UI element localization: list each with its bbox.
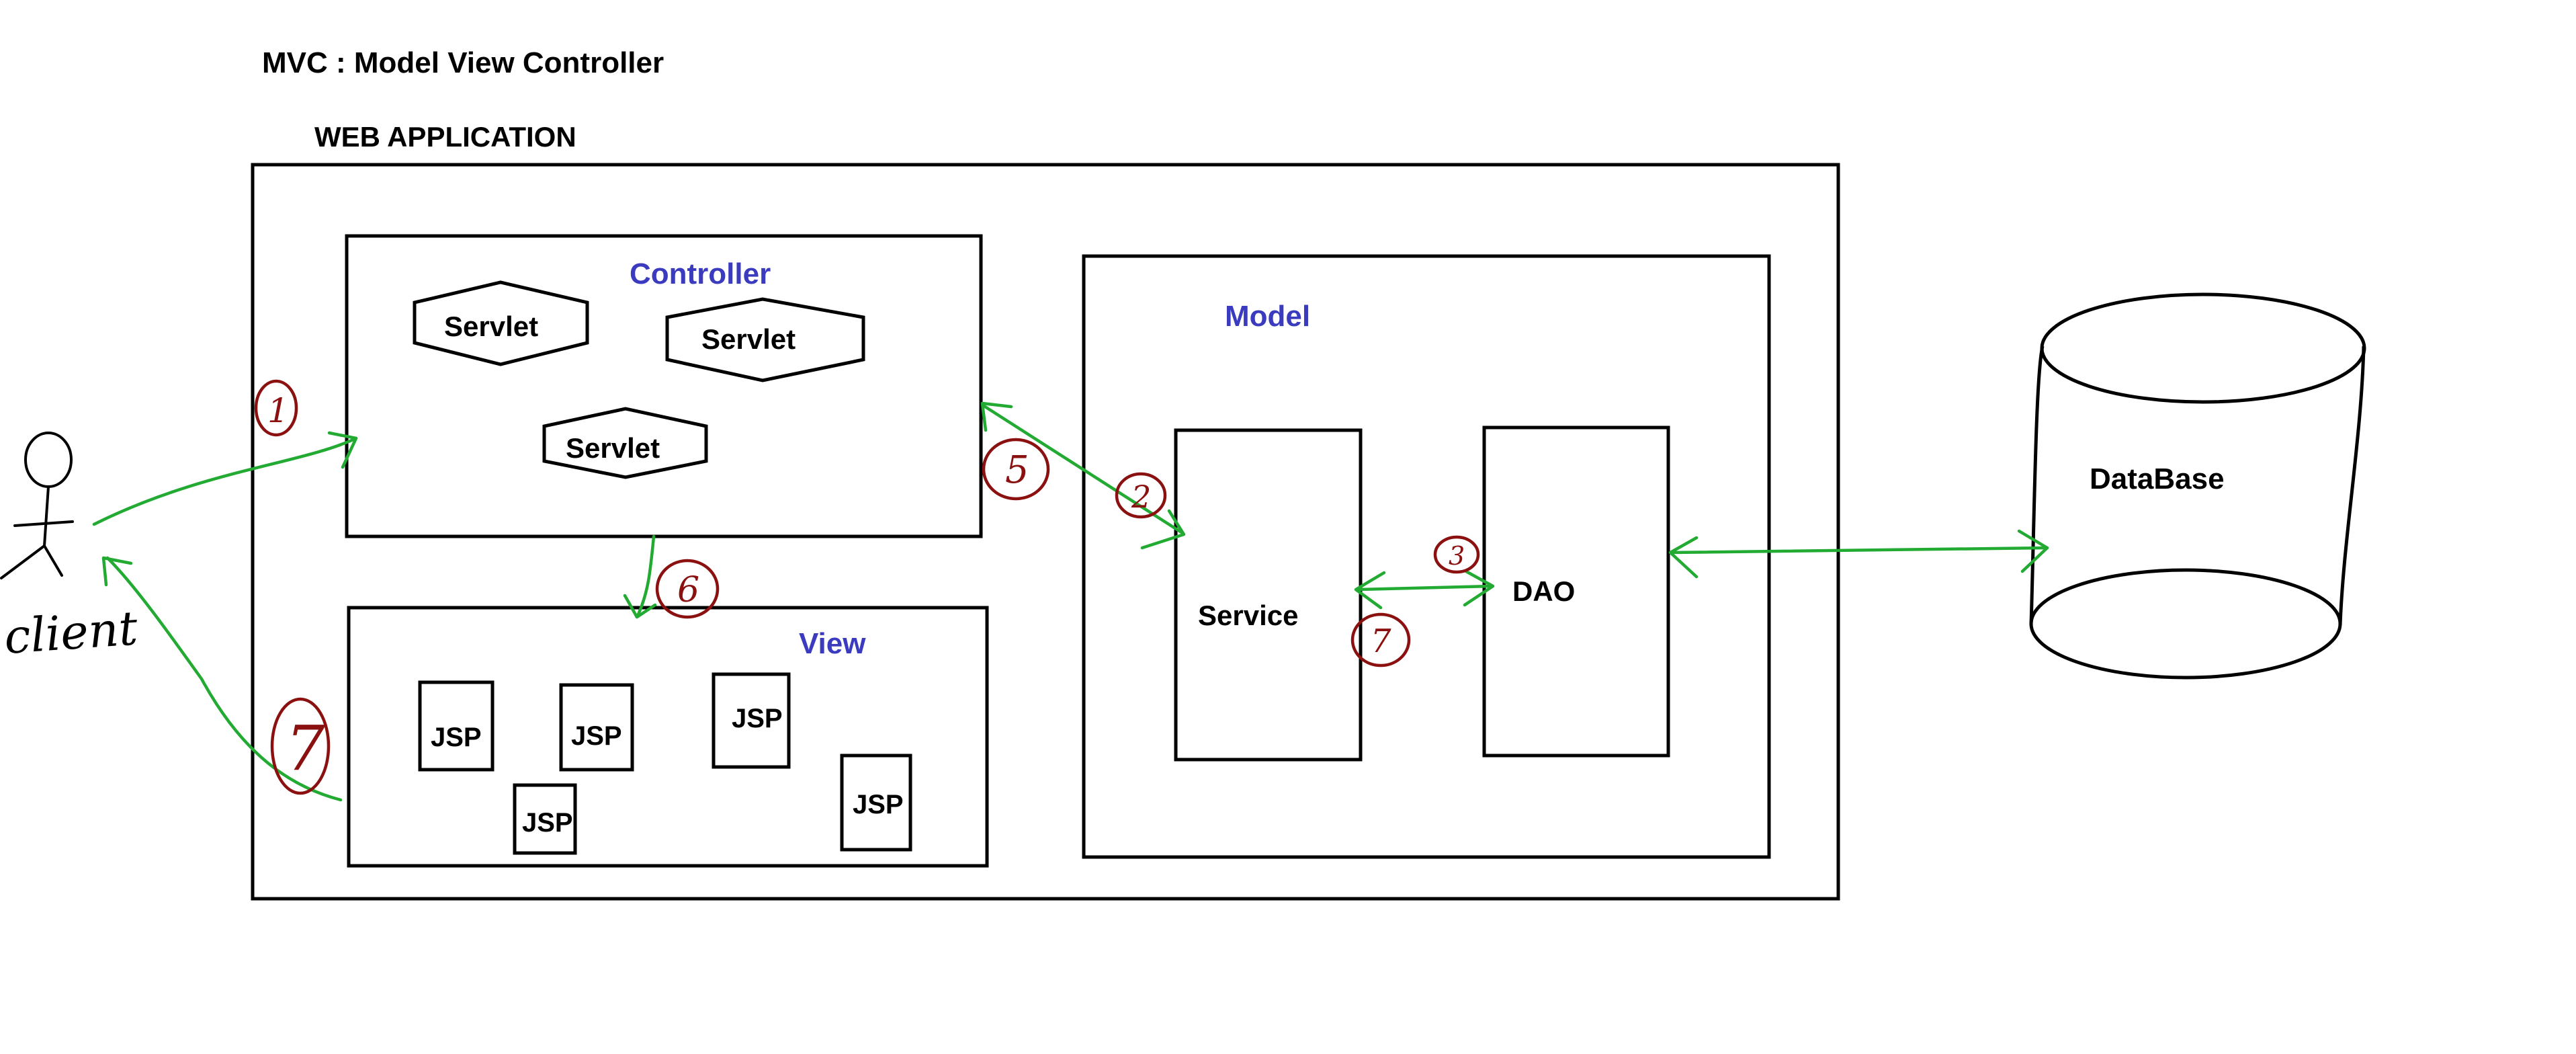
step-marker-5: 5	[982, 438, 1050, 501]
jsp-label-4: JSP	[522, 808, 573, 838]
view-label: View	[799, 627, 866, 660]
jsp-box-5	[840, 754, 912, 852]
arrow-client-to-controller	[92, 431, 358, 526]
jsp-label-5: JSP	[853, 790, 904, 819]
jsp-box-2	[559, 683, 634, 772]
servlet-hexagon-1	[413, 280, 589, 366]
arrow-controller-to-view	[623, 534, 657, 619]
step-number-2: 2	[1131, 479, 1151, 515]
step-marker-1: 1	[254, 379, 298, 437]
servlet-label-3: Servlet	[566, 432, 660, 464]
jsp-label-3: JSP	[732, 704, 783, 733]
model-box	[1082, 254, 1771, 859]
view-box	[347, 606, 989, 868]
controller-box	[345, 234, 983, 538]
arrow-dao-database	[1668, 529, 2049, 579]
diagram-title: MVC : Model View Controller	[262, 46, 664, 79]
servlet-hexagon-3	[542, 407, 708, 479]
step-marker-6: 6	[655, 559, 720, 619]
service-label: Service	[1198, 600, 1298, 631]
step-marker-7-model: 7	[1350, 612, 1411, 667]
servlet-label-2: Servlet	[701, 323, 796, 355]
model-label: Model	[1225, 300, 1310, 333]
database-cylinder	[2029, 292, 2366, 680]
step-number-6: 6	[677, 570, 699, 610]
step-number-1: 1	[267, 391, 289, 430]
jsp-label-1: JSP	[431, 723, 482, 752]
web-application-label: WEB APPLICATION	[314, 121, 576, 153]
controller-label: Controller	[630, 257, 771, 290]
step-number-5: 5	[1005, 448, 1029, 492]
arrow-controller-service	[980, 401, 1186, 550]
jsp-box-4	[513, 783, 577, 855]
step-number-7-view: 7	[286, 713, 325, 784]
step-marker-7-view: 7	[270, 697, 331, 795]
step-marker-2: 2	[1115, 472, 1167, 519]
jsp-box-3	[712, 672, 791, 769]
step-number-3: 3	[1449, 541, 1465, 571]
servlet-label-1: Servlet	[444, 311, 538, 342]
step-number-7-model: 7	[1371, 622, 1391, 660]
step-marker-3: 3	[1433, 535, 1480, 574]
servlet-hexagon-2	[665, 297, 865, 382]
jsp-label-2: JSP	[571, 721, 622, 751]
service-box	[1174, 428, 1363, 762]
arrow-service-dao	[1354, 569, 1495, 610]
web-application-box	[251, 163, 1840, 901]
jsp-box-1	[418, 680, 495, 772]
database-label: DataBase	[2090, 462, 2225, 495]
client-label: client	[2, 600, 140, 665]
client-stick-figure	[0, 432, 74, 579]
dao-label: DAO	[1512, 575, 1575, 607]
arrow-view-to-client	[101, 556, 343, 802]
